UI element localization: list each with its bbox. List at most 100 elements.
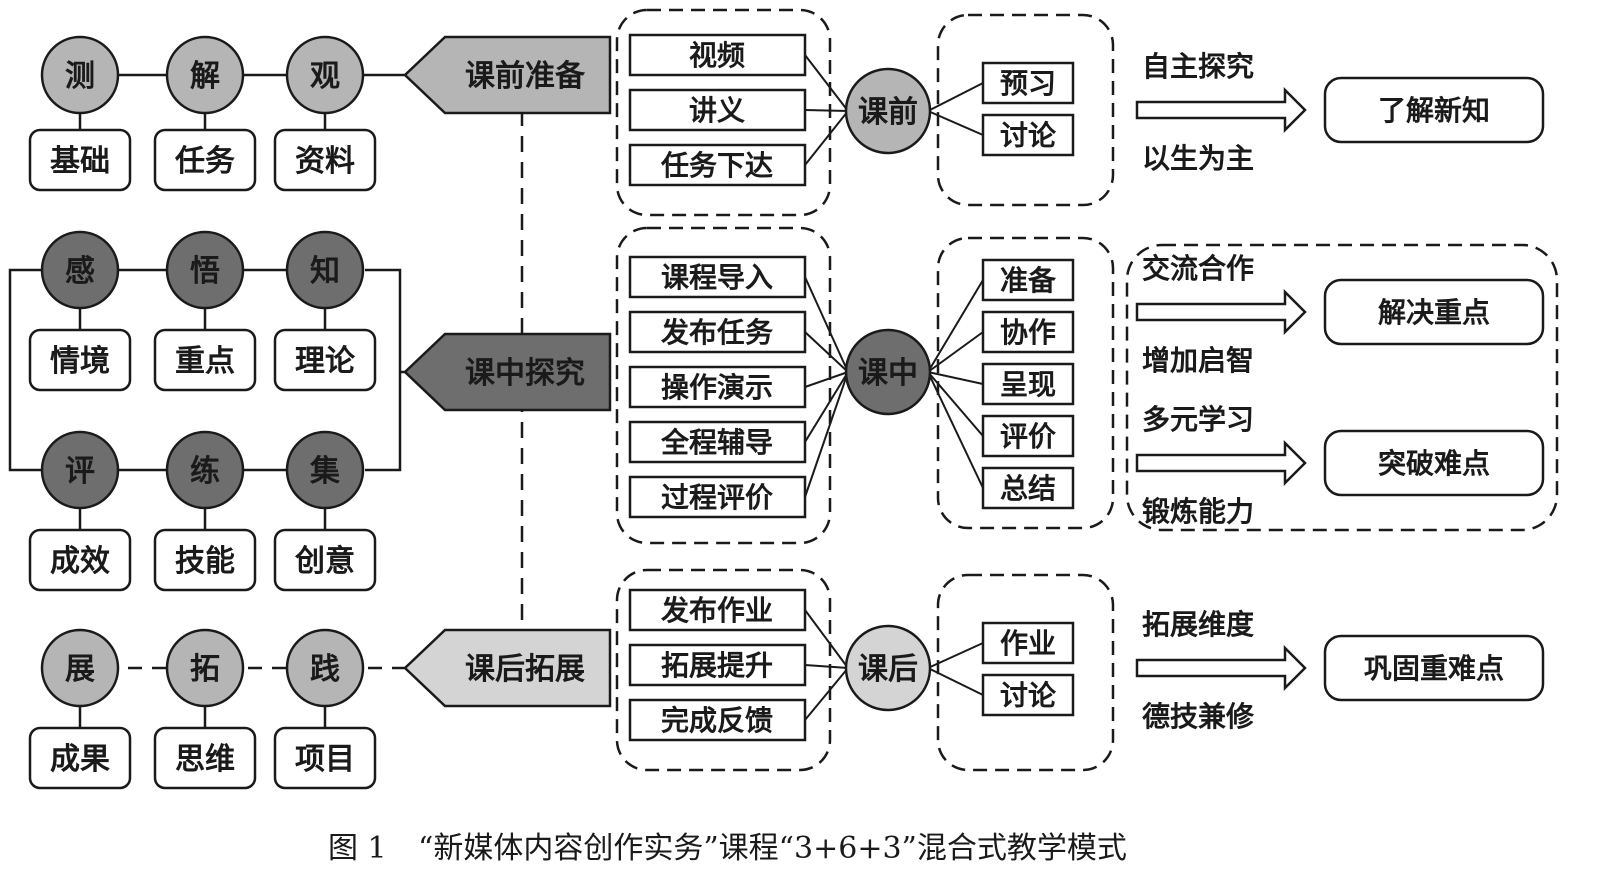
hub-to-activity-line: [927, 331, 984, 373]
outcome-arrow: [1135, 439, 1307, 487]
principle-box: [28, 726, 132, 790]
outcomes-dashed-container: [1125, 243, 1559, 532]
phase-banner: [403, 332, 612, 412]
phase-item-box: [628, 475, 807, 519]
hub-to-activity-line: [927, 667, 984, 696]
principle-box-label: 成果: [50, 742, 110, 777]
phase-banner: [403, 628, 612, 708]
principle-circle: [285, 230, 365, 310]
phase-item-box: [628, 643, 807, 687]
activity-box: [981, 61, 1075, 105]
phase-item-label: 过程评价: [661, 481, 774, 514]
item-to-hub-line: [804, 371, 849, 443]
item-to-hub-line: [804, 109, 849, 112]
phase-hub-circle: [844, 328, 932, 416]
phase-item-label: 全程辅导: [660, 426, 773, 459]
principle-box-label: 资料: [295, 144, 355, 179]
hub-to-activity-line: [927, 82, 984, 112]
principle-circle: [165, 628, 245, 708]
outcome-bottom-text: 德技兼修: [1142, 700, 1255, 733]
phase-banner-label: 课后拓展: [465, 652, 585, 687]
outcome-result-box: [1323, 429, 1545, 497]
principle-circle: [40, 430, 120, 510]
hub-to-activity-line: [927, 279, 984, 373]
activity-box: [981, 414, 1075, 458]
phase-banner: [403, 35, 612, 115]
item-to-hub-line: [804, 667, 849, 721]
activity-box: [981, 621, 1075, 665]
activity-label: 协作: [1000, 316, 1056, 349]
principle-box: [153, 328, 257, 392]
activity-label: 讨论: [1000, 119, 1057, 152]
right-bracket-line: [365, 268, 402, 472]
principle-circle-label: 集: [309, 454, 341, 489]
activity-label: 预习: [1000, 67, 1056, 100]
outcome-result-label: 了解新知: [1378, 94, 1490, 127]
item-to-hub-line: [804, 609, 849, 669]
principle-box-label: 创意: [294, 544, 355, 579]
phase-hub-label: 课前: [858, 95, 918, 130]
principle-circle-label: 测: [65, 59, 95, 94]
item-to-hub-line: [804, 664, 849, 669]
phase-item-box: [628, 698, 807, 742]
principle-circle: [165, 230, 245, 310]
phase-banner-label: 课前准备: [465, 59, 586, 94]
outcome-arrow: [1135, 288, 1307, 336]
phase-item-label: 视频: [689, 39, 745, 72]
phase-banner-label: 课中探究: [465, 356, 585, 391]
principle-box: [273, 726, 377, 790]
outcome-arrow: [1135, 644, 1307, 692]
activities-dashed-container: [936, 573, 1115, 772]
principle-box-label: 情境: [50, 344, 110, 379]
item-to-hub-line: [804, 54, 849, 112]
principle-box-label: 项目: [295, 742, 355, 777]
hub-to-activity-line: [927, 371, 984, 437]
phases: 课前准备视频讲义任务下达预习讨论课前自主探究以生为主了解新知课中探究课程导入发布…: [403, 8, 1559, 772]
principle-circle-label: 践: [310, 652, 340, 687]
principle-box-label: 理论: [295, 344, 356, 379]
hub-to-activity-line: [927, 642, 984, 669]
outcome-result-label: 突破难点: [1378, 447, 1490, 480]
principle-box: [153, 726, 257, 790]
outcome-result-box: [1323, 278, 1545, 346]
outcome-result-box: [1323, 76, 1545, 144]
principle-circle: [165, 35, 245, 115]
principle-box-label: 成效: [50, 544, 110, 579]
phase-item-label: 课程导入: [661, 261, 773, 294]
phase-hub-circle: [844, 67, 932, 155]
activity-box: [981, 362, 1075, 406]
items-dashed-container: [615, 568, 832, 772]
phase-item-box: [628, 588, 807, 632]
principle-box: [273, 128, 377, 192]
principle-circle-label: 拓: [190, 652, 220, 687]
principle-box-label: 基础: [50, 144, 110, 179]
activity-label: 准备: [1000, 264, 1057, 297]
phase-item-label: 任务下达: [660, 149, 773, 182]
outcome-top-text: 交流合作: [1142, 252, 1254, 285]
principle-box: [153, 528, 257, 592]
activities-dashed-container: [936, 13, 1115, 207]
principle-circle-label: 悟: [190, 254, 220, 289]
activity-box: [981, 258, 1075, 302]
principle-circle: [40, 230, 120, 310]
principle-box: [273, 328, 377, 392]
outcome-result-box: [1323, 634, 1545, 702]
activity-label: 总结: [1000, 472, 1056, 505]
principle-box: [28, 528, 132, 592]
phase-hub-label: 课后: [858, 652, 918, 687]
outcome-result-label: 解决重点: [1378, 296, 1490, 329]
item-to-hub-line: [804, 110, 849, 166]
outcome-result-label: 巩固重难点: [1364, 652, 1504, 685]
principle-circle-label: 感: [65, 254, 95, 289]
phase-item-box: [628, 88, 807, 132]
activity-label: 作业: [1000, 627, 1056, 660]
outcome-bottom-text: 锻炼能力: [1142, 495, 1254, 528]
activity-label: 呈现: [1000, 368, 1056, 401]
principle-circle-label: 练: [190, 454, 220, 489]
principle-box: [273, 528, 377, 592]
phase-item-label: 发布作业: [660, 594, 773, 627]
outcome-bottom-text: 以生为主: [1142, 142, 1254, 175]
left-bracket-line: [8, 268, 45, 472]
principle-box-label: 重点: [175, 344, 235, 379]
